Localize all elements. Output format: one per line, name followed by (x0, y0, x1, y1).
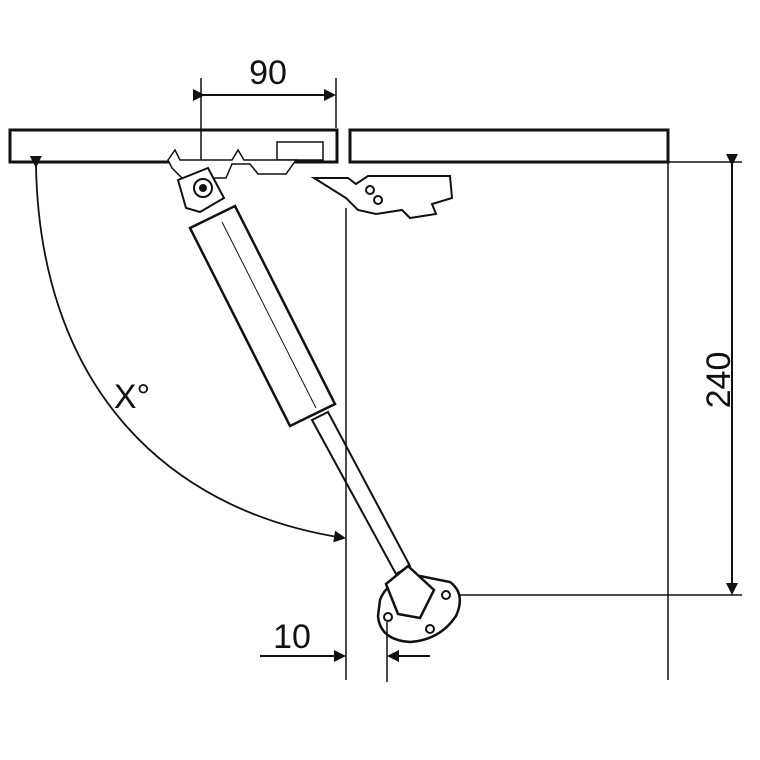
strut-cylinder (188, 204, 337, 428)
catch-screw-1 (365, 185, 375, 195)
rod-end-fitting (384, 564, 436, 620)
hinge-plate-rect (276, 141, 324, 161)
gas-strut (188, 204, 412, 576)
base-screw-3 (425, 624, 435, 634)
dim-90-label: 90 (249, 54, 287, 92)
right-panel (348, 128, 670, 164)
catch-body (310, 175, 454, 220)
dimension-240: 240 (458, 154, 742, 680)
door-catch (310, 175, 454, 220)
base-screw-2 (441, 590, 451, 600)
angle-label: X° (114, 378, 150, 416)
base-screw-1 (383, 612, 393, 622)
pivot-inner (199, 184, 207, 192)
catch-screw-2 (373, 195, 383, 205)
strut-rod (310, 410, 412, 576)
dim-240-label: 240 (700, 352, 738, 409)
dimension-10: 10 (260, 618, 430, 682)
angle-arc (29, 155, 346, 543)
dimension-90: 90 (193, 54, 337, 165)
base-bracket (376, 564, 462, 644)
dim-10-label: 10 (273, 618, 311, 656)
angle-indicator: X° (29, 155, 346, 543)
